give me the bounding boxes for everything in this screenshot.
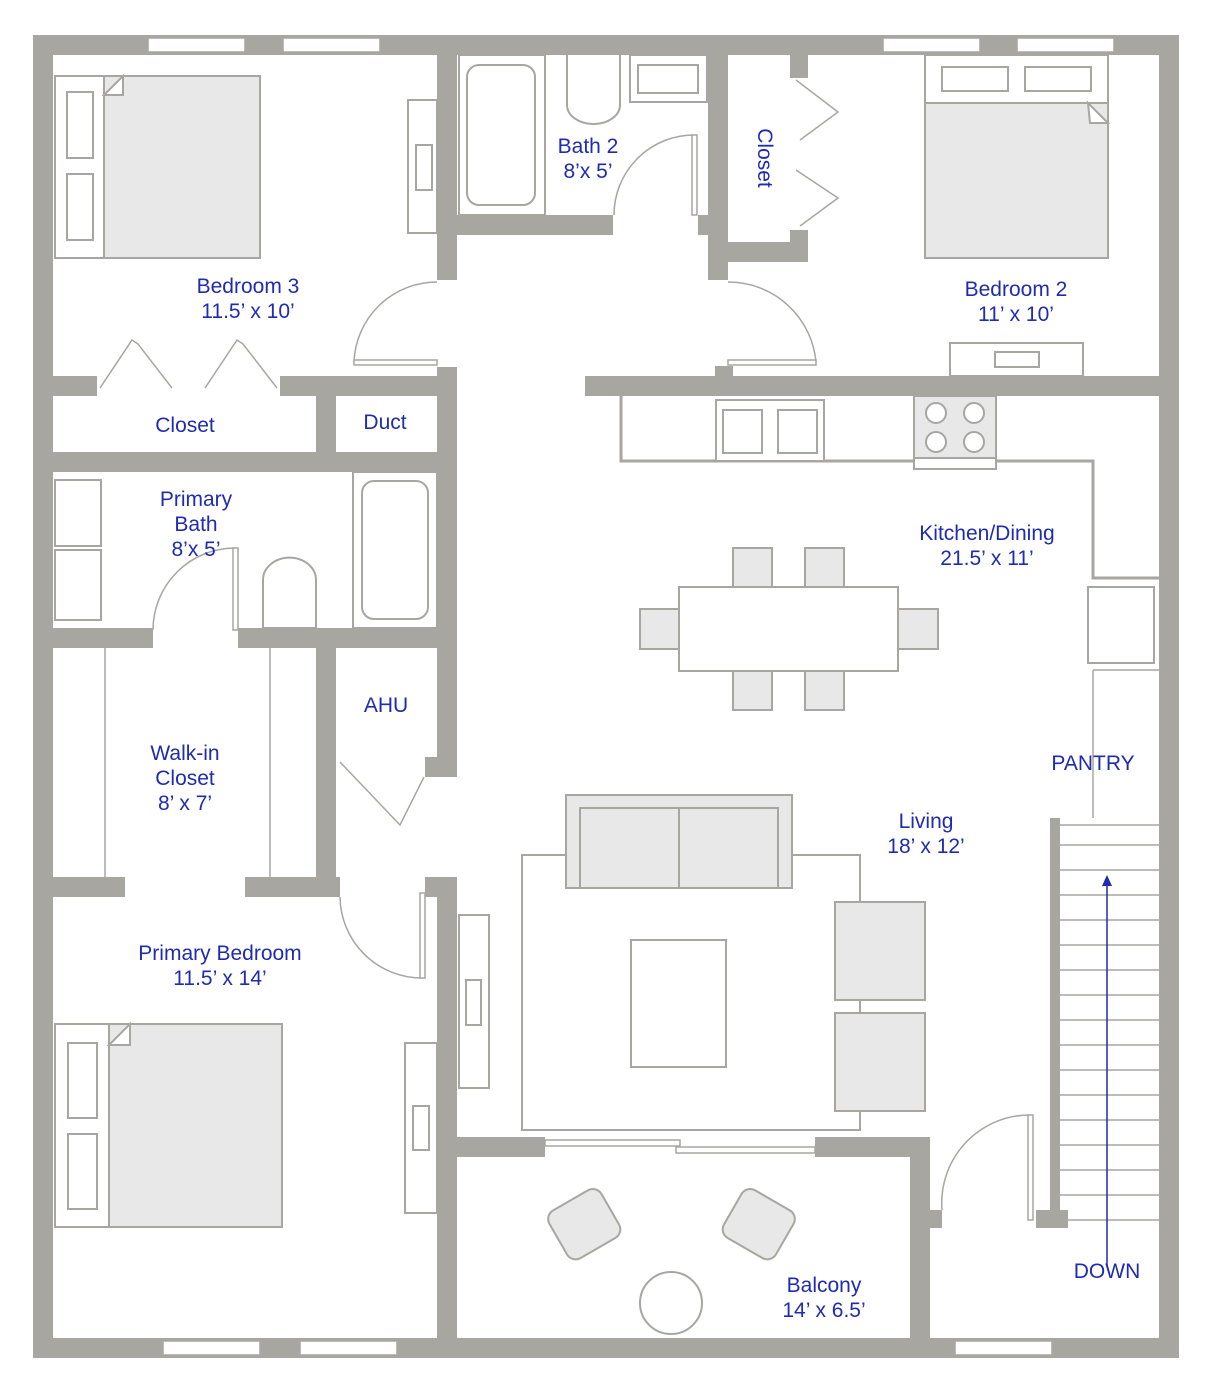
primary-bedroom-size: 11.5’ x 14’ bbox=[173, 967, 266, 990]
walkin-size: 8’ x 7’ bbox=[158, 792, 212, 815]
duct-label: Duct bbox=[363, 411, 406, 434]
arrow-up-icon bbox=[1102, 875, 1112, 886]
kitchen-size: 21.5’ x 11’ bbox=[940, 547, 1033, 570]
primary-bedroom-label: Primary Bedroom bbox=[138, 942, 301, 965]
balcony-size: 14’ x 6.5’ bbox=[782, 1299, 865, 1322]
bath2-size: 8’x 5’ bbox=[563, 160, 612, 183]
bedroom3-size: 11.5’ x 10’ bbox=[201, 300, 294, 323]
walkin-label: Closet bbox=[155, 767, 215, 790]
kitchen-label: Kitchen/Dining bbox=[919, 522, 1054, 545]
staircase bbox=[1060, 824, 1159, 1265]
bedroom2-label: Bedroom 2 bbox=[965, 278, 1068, 301]
closet-label: Closet bbox=[753, 128, 776, 188]
bedroom2-size: 11’ x 10’ bbox=[978, 303, 1054, 326]
primary-bath-label: Primary bbox=[160, 488, 233, 511]
balcony-label: Balcony bbox=[787, 1274, 862, 1297]
bedroom3-label: Bedroom 3 bbox=[197, 275, 300, 298]
living-size: 18’ x 12’ bbox=[887, 835, 964, 858]
windows bbox=[147, 37, 1115, 1356]
primary-bath-size: 8’x 5’ bbox=[171, 538, 220, 561]
pantry-label: PANTRY bbox=[1051, 752, 1134, 775]
primary-bath-label: Bath bbox=[174, 513, 217, 536]
stairs-down-label: DOWN bbox=[1074, 1260, 1141, 1283]
furniture bbox=[54, 54, 1159, 1335]
closet-label: Closet bbox=[155, 414, 215, 437]
doors bbox=[99, 79, 1034, 1221]
ahu-label: AHU bbox=[364, 694, 408, 717]
living-label: Living bbox=[899, 810, 954, 833]
walkin-label: Walk-in bbox=[150, 742, 219, 765]
bath2-label: Bath 2 bbox=[558, 135, 619, 158]
walls bbox=[33, 35, 1179, 1358]
